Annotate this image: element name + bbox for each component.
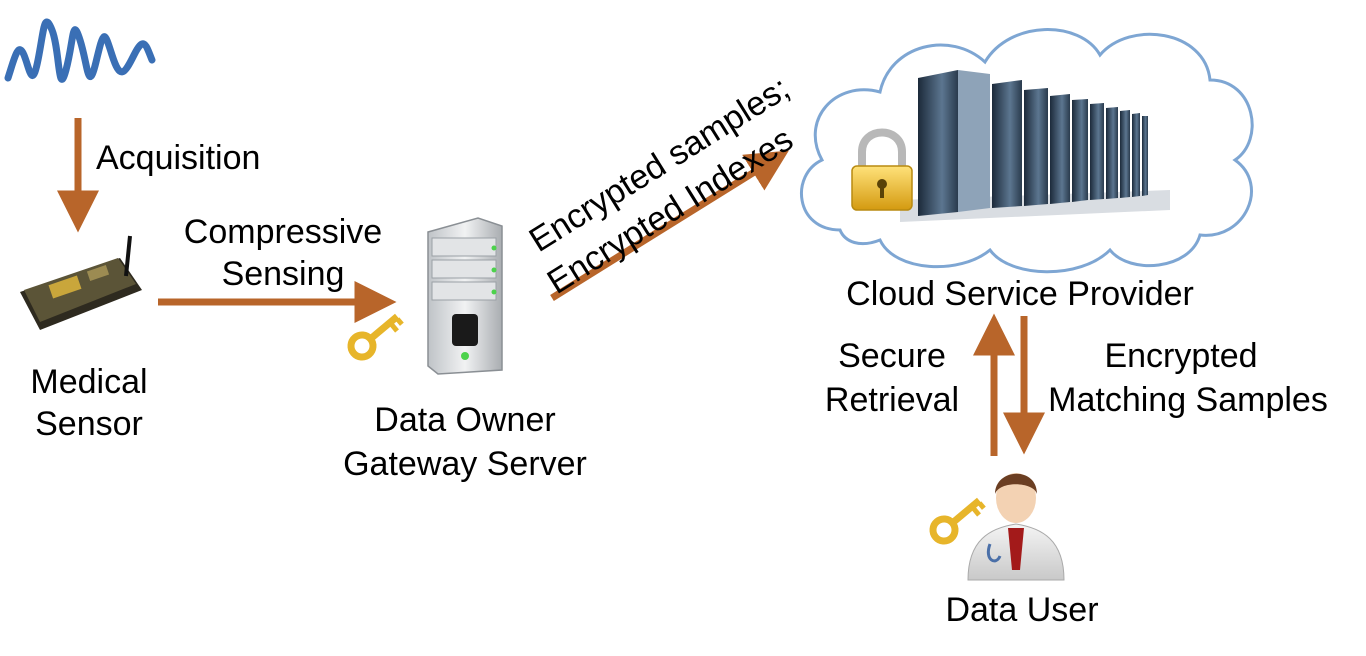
- padlock-icon: [851, 128, 913, 211]
- secure-retrieval-label-line1: Secure: [838, 337, 946, 375]
- key-icon: [929, 497, 986, 545]
- matching-samples-label-line1: Encrypted: [1104, 337, 1258, 375]
- secure-retrieval-label-line2: Retrieval: [824, 381, 960, 419]
- encrypted-upload-arrow: [550, 150, 789, 301]
- key-icon: [347, 313, 404, 361]
- data-user-label: Data User: [945, 591, 1099, 629]
- server-tower-icon: [427, 217, 503, 375]
- acquisition-label: Acquisition: [96, 139, 261, 177]
- cloud-provider-label: Cloud Service Provider: [846, 275, 1194, 313]
- medical-sensor-label-line2: Sensor: [35, 405, 143, 443]
- data-owner-label-line2: Gateway Server: [343, 445, 587, 483]
- compressive-label-line1: Compressive: [183, 213, 383, 251]
- signal-wave-icon: [4, 18, 156, 83]
- medical-sensor-label-line1: Medical: [30, 363, 148, 401]
- data-owner-label-line1: Data Owner: [374, 401, 556, 439]
- doctor-avatar-icon: [967, 473, 1065, 581]
- sensor-board-icon: [20, 235, 142, 330]
- compressive-label-line2: Sensing: [221, 255, 345, 293]
- server-rack-icon: [900, 70, 1170, 222]
- matching-samples-label-line2: Matching Samples: [1048, 381, 1328, 419]
